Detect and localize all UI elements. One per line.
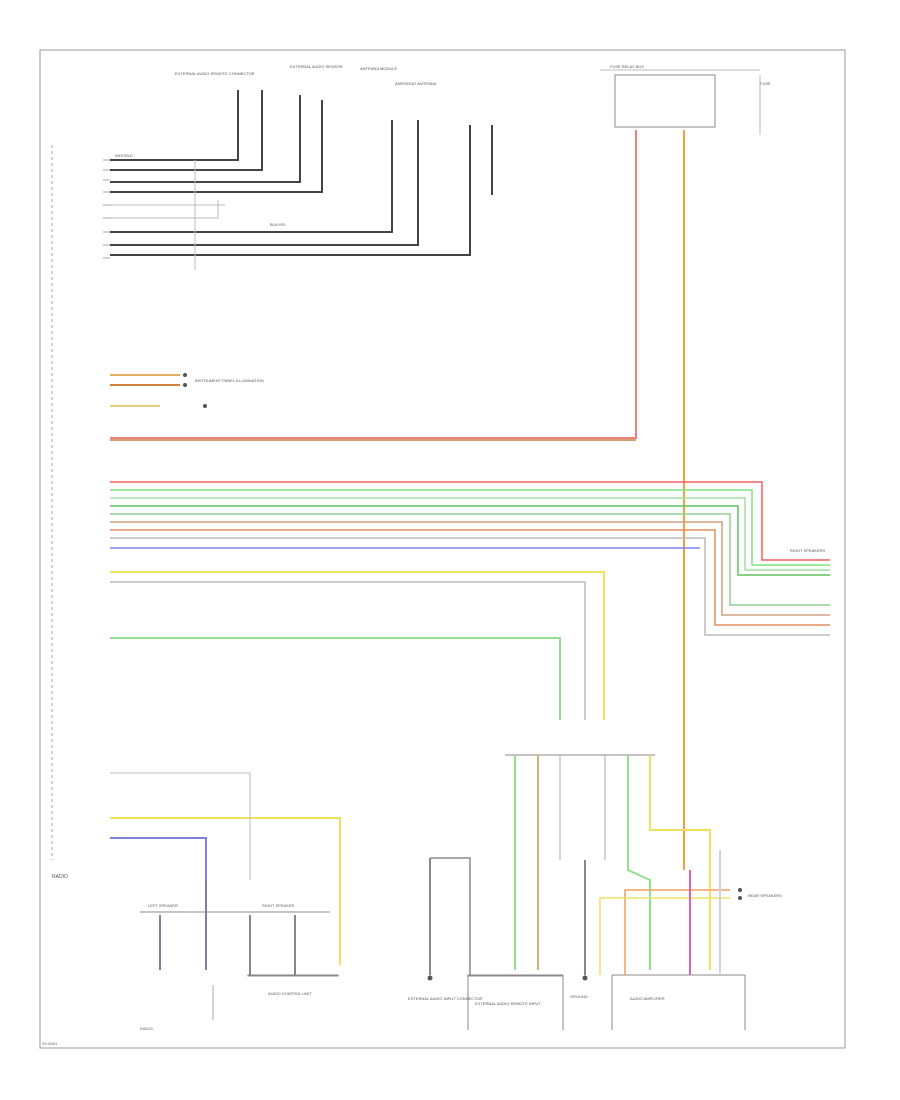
- bottom-label-2: AUDIO CONTROL UNIT: [268, 991, 312, 996]
- yellow-wire-a: [110, 571, 605, 720]
- diagram-frame: [39, 49, 846, 1049]
- bottom-label-3: EXTERNAL AUDIO INPUT CONNECTOR: [408, 996, 482, 1001]
- black-wires: [110, 90, 493, 256]
- harness-note-a: WHT/BLK: [115, 153, 133, 158]
- bottom-label-5: AUDIO AMPLIFIER: [630, 996, 665, 1001]
- right-speaker-note: RIGHT SPEAKERS: [790, 548, 825, 553]
- red-power-wire: [110, 130, 637, 439]
- dim-note: INSTRUMENT PANEL ILLUMINATION: [195, 378, 264, 383]
- top-label-6: FUSE: [760, 81, 771, 86]
- top-label-3: ANTENNA MODULE: [360, 66, 397, 71]
- center-drops: [514, 755, 711, 970]
- right-speaker-label: RIGHT SPEAKER: [262, 903, 294, 908]
- audio-control-box: [247, 974, 339, 977]
- top-label-1: EXTERNAL AUDIO REMOTE CONNECTOR: [175, 71, 255, 76]
- bottom-label-1: RADIO: [140, 1026, 153, 1031]
- amplifier-box: AUDIO AMPLIFIER REAR SPEAKERS: [599, 850, 782, 1030]
- top-components: EXTERNAL AUDIO REMOTE CONNECTOR EXTERNAL…: [175, 64, 771, 135]
- thin-gray-wires: [110, 160, 225, 270]
- top-label-4: AM/FM/SAT ANTENNA: [395, 81, 437, 86]
- gray-wire-b: [110, 772, 251, 880]
- top-label-2: EXTERNAL AUDIO SENSOR: [290, 64, 343, 69]
- blue-wire-b: [110, 837, 207, 880]
- footer-code: SY-0001: [42, 1041, 58, 1046]
- gray-wire-a: [110, 581, 586, 720]
- speaker-wires: [110, 481, 830, 636]
- ground-note: GROUND: [570, 994, 588, 999]
- bottom-label-4: EXTERNAL AUDIO REMOTE INPUT: [475, 1001, 541, 1006]
- bottom-label-6: REAR SPEAKERS: [748, 893, 782, 898]
- external-audio-box: EXTERNAL AUDIO INPUT CONNECTOR EXTERNAL …: [408, 857, 564, 1030]
- lower-left-speakers: LEFT SPEAKER RIGHT SPEAKER RADIO AUDIO C…: [140, 880, 339, 1031]
- left-speaker-label: LEFT SPEAKER: [148, 903, 178, 908]
- yellow-wire-b: [110, 817, 341, 965]
- harness-note-b: BLK/YEL: [270, 222, 287, 227]
- radio-label: RADIO: [52, 874, 68, 880]
- top-label-5: FUSE RELAY BOX: [610, 64, 644, 69]
- mid-stubs: INSTRUMENT PANEL ILLUMINATION: [110, 373, 264, 408]
- ground-stack: GROUND: [570, 860, 588, 999]
- green-wire-a: [110, 637, 561, 720]
- fuse-box: [614, 74, 716, 128]
- radio-pins: [103, 159, 110, 259]
